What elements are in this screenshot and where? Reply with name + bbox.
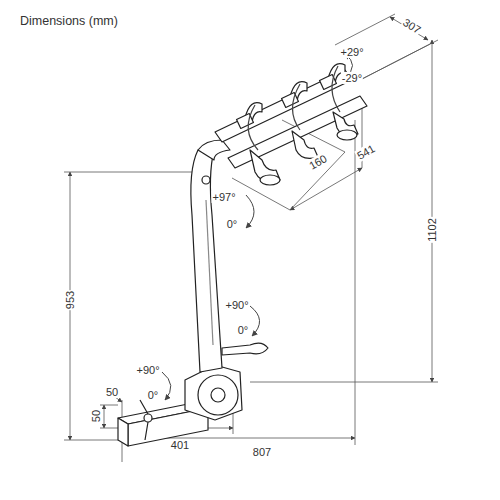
upper-arm (215, 70, 352, 142)
dimension-label: 953 (64, 290, 76, 310)
pin-clip (140, 400, 148, 440)
dimension-lines (64, 14, 438, 462)
lower-cradles (250, 112, 358, 185)
dimension-label: +90° (224, 299, 249, 311)
pivot-plate (198, 375, 238, 415)
dimension-label: 50 (90, 409, 102, 423)
dimension-label: +29° (339, 46, 364, 58)
dimension-label: 1102 (426, 217, 438, 243)
hitch-bar-end (118, 418, 128, 446)
hitch-pin (144, 414, 152, 422)
diagram-title: Dimensions (mm) (20, 14, 118, 28)
dimension-label: 0° (226, 218, 239, 230)
upper-cradles (237, 64, 345, 129)
dimension-label: 0° (237, 324, 250, 336)
straps (248, 66, 340, 150)
top-bend (198, 140, 230, 160)
dimension-label: 807 (252, 446, 272, 458)
rack-body (118, 64, 367, 446)
dimension-label: 0° (147, 389, 160, 401)
main-post (191, 150, 222, 372)
post-bolt (202, 176, 210, 184)
dimension-label: +97° (211, 191, 236, 203)
dimension-label: 307 (400, 15, 424, 36)
rotation-arrows (162, 54, 353, 400)
lower-cradle (222, 343, 268, 355)
dimension-label: 50 (105, 386, 119, 398)
pivot-block (185, 365, 242, 420)
pivot-knob (211, 388, 225, 402)
post-slot (206, 200, 213, 345)
dimension-label: -29° (341, 72, 363, 84)
dimension-label: +90° (135, 364, 160, 376)
dimension-label: 541 (354, 142, 378, 163)
dimension-label: 401 (170, 439, 190, 451)
